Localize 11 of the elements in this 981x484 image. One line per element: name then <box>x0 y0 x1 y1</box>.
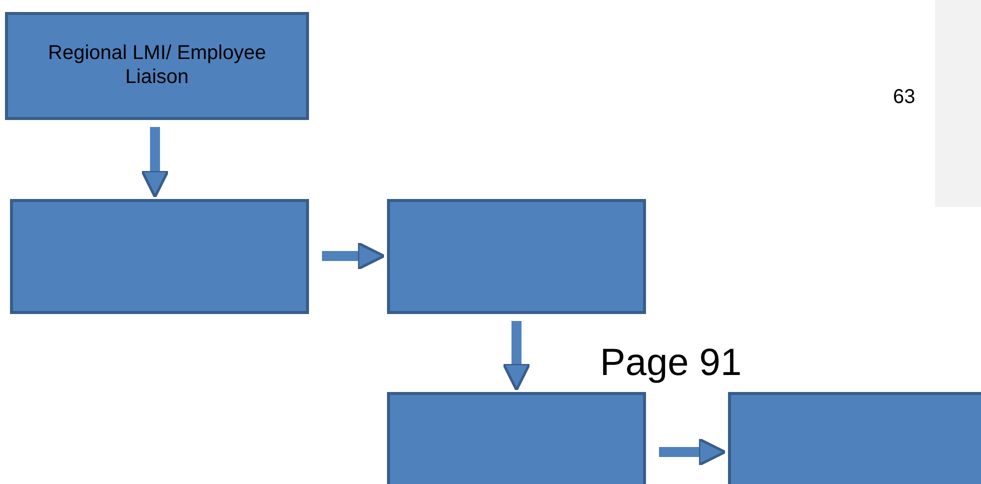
process-box <box>10 199 309 314</box>
process-box <box>387 392 646 484</box>
block-arrow <box>322 242 386 270</box>
block-arrow <box>659 438 726 466</box>
block-arrow <box>140 127 170 198</box>
box-label: Regional LMI/ Employee Liaison <box>47 41 267 89</box>
process-box <box>5 12 309 120</box>
page-label: Page 91 <box>600 342 742 385</box>
process-box <box>387 199 646 314</box>
page-number: 63 <box>893 86 916 109</box>
block-arrow <box>502 321 531 392</box>
